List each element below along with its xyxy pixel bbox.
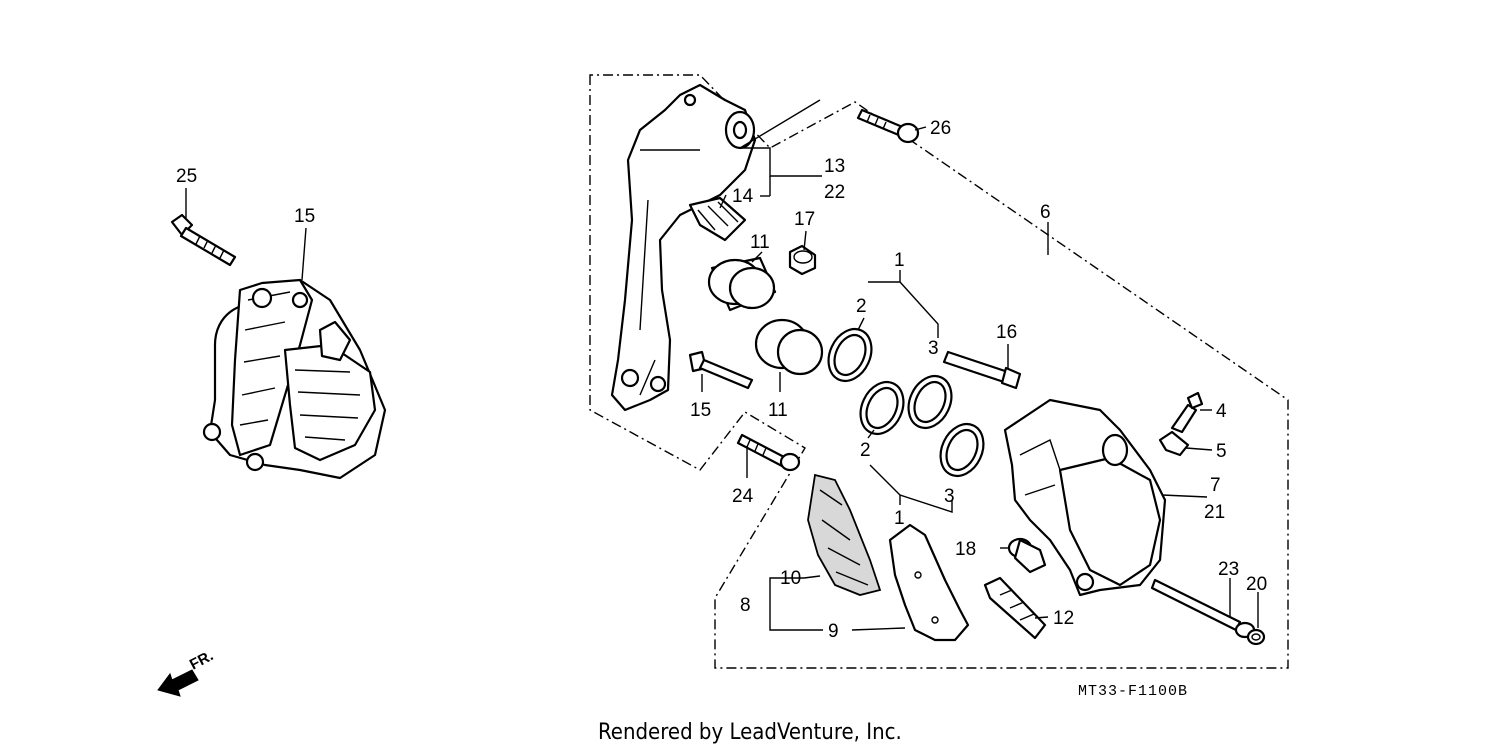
brake-pad-10: [807, 473, 882, 596]
pin-16: [942, 350, 1022, 390]
callout-25: 25: [176, 166, 197, 187]
front-direction-indicator: FR.: [157, 647, 216, 697]
diagram-code: MT33-F1100B: [1078, 683, 1188, 700]
callout-11-upper: 11: [750, 232, 770, 253]
pad-shim-9: [888, 523, 970, 642]
assembly-boundary: [589, 74, 1289, 669]
leader-lines: [185, 99, 1259, 631]
callout-6: 6: [1040, 202, 1051, 223]
callout-15: 15: [690, 400, 711, 421]
bolt-25: [170, 213, 237, 267]
bleeder-cap-5: [1158, 430, 1190, 457]
pin-bolt-23: [1150, 578, 1256, 639]
caliper-bracket: [610, 83, 757, 412]
callout-5: 5: [1216, 441, 1227, 462]
callout-1-lower: 1: [894, 508, 905, 529]
pad-spring-14: [688, 196, 747, 242]
callout-11-lower: 11: [768, 400, 788, 421]
assembled-caliper-19: [202, 278, 387, 480]
bleeder-valve-4: [1170, 391, 1204, 434]
callout-18: 18: [955, 539, 976, 560]
callout-7: 7: [1210, 475, 1221, 496]
callout-3-lower: 3: [944, 486, 955, 507]
callout-13: 13: [824, 156, 845, 177]
bleeder-cap-17: [788, 244, 817, 276]
callout-19: 15: [294, 206, 315, 227]
callout-23: 23: [1218, 559, 1239, 580]
dust-seal-3-upper: [907, 375, 953, 429]
callout-10: 10: [780, 568, 801, 589]
cap-21: [1246, 628, 1266, 646]
callout-21: 20: [1246, 574, 1267, 595]
piston-11-upper: [707, 256, 777, 312]
callout-labels: 25 15 13 22 26 14 17 11 11 15 1 2 3 2 3 …: [176, 118, 1267, 642]
callout-17: 17: [794, 209, 815, 230]
bolt-26: [856, 108, 920, 144]
direction-label: FR.: [187, 647, 216, 673]
pad-retainer-12: [983, 576, 1047, 640]
callout-2-lower: 2: [860, 440, 871, 461]
callout-8: 8: [740, 595, 751, 616]
dust-seal-3-lower: [939, 423, 985, 477]
callout-20: 21: [1204, 502, 1225, 523]
callout-24: 24: [732, 486, 754, 507]
callout-16: 16: [996, 322, 1017, 343]
callout-9: 9: [828, 621, 839, 642]
arrow-icon: [157, 669, 199, 697]
callout-12: 12: [1053, 608, 1074, 629]
piston-11-lower: [754, 318, 824, 376]
piston-seal-2-lower: [859, 381, 905, 435]
callout-4: 4: [1216, 401, 1227, 422]
callout-14: 14: [732, 186, 754, 207]
callout-1-upper: 1: [894, 250, 905, 271]
bolt-24: [736, 433, 801, 472]
pin-bolt-15: [688, 350, 754, 390]
credit-text: Rendered by LeadVenture, Inc.: [598, 720, 902, 745]
callout-22: 22: [824, 182, 845, 203]
collar-18: [1007, 537, 1047, 574]
piston-seal-2-upper: [827, 328, 873, 382]
callout-3-upper: 3: [928, 338, 939, 359]
callout-2-upper: 2: [856, 296, 867, 317]
caliper-body-7: [1003, 398, 1167, 597]
callout-26: 26: [930, 118, 951, 139]
